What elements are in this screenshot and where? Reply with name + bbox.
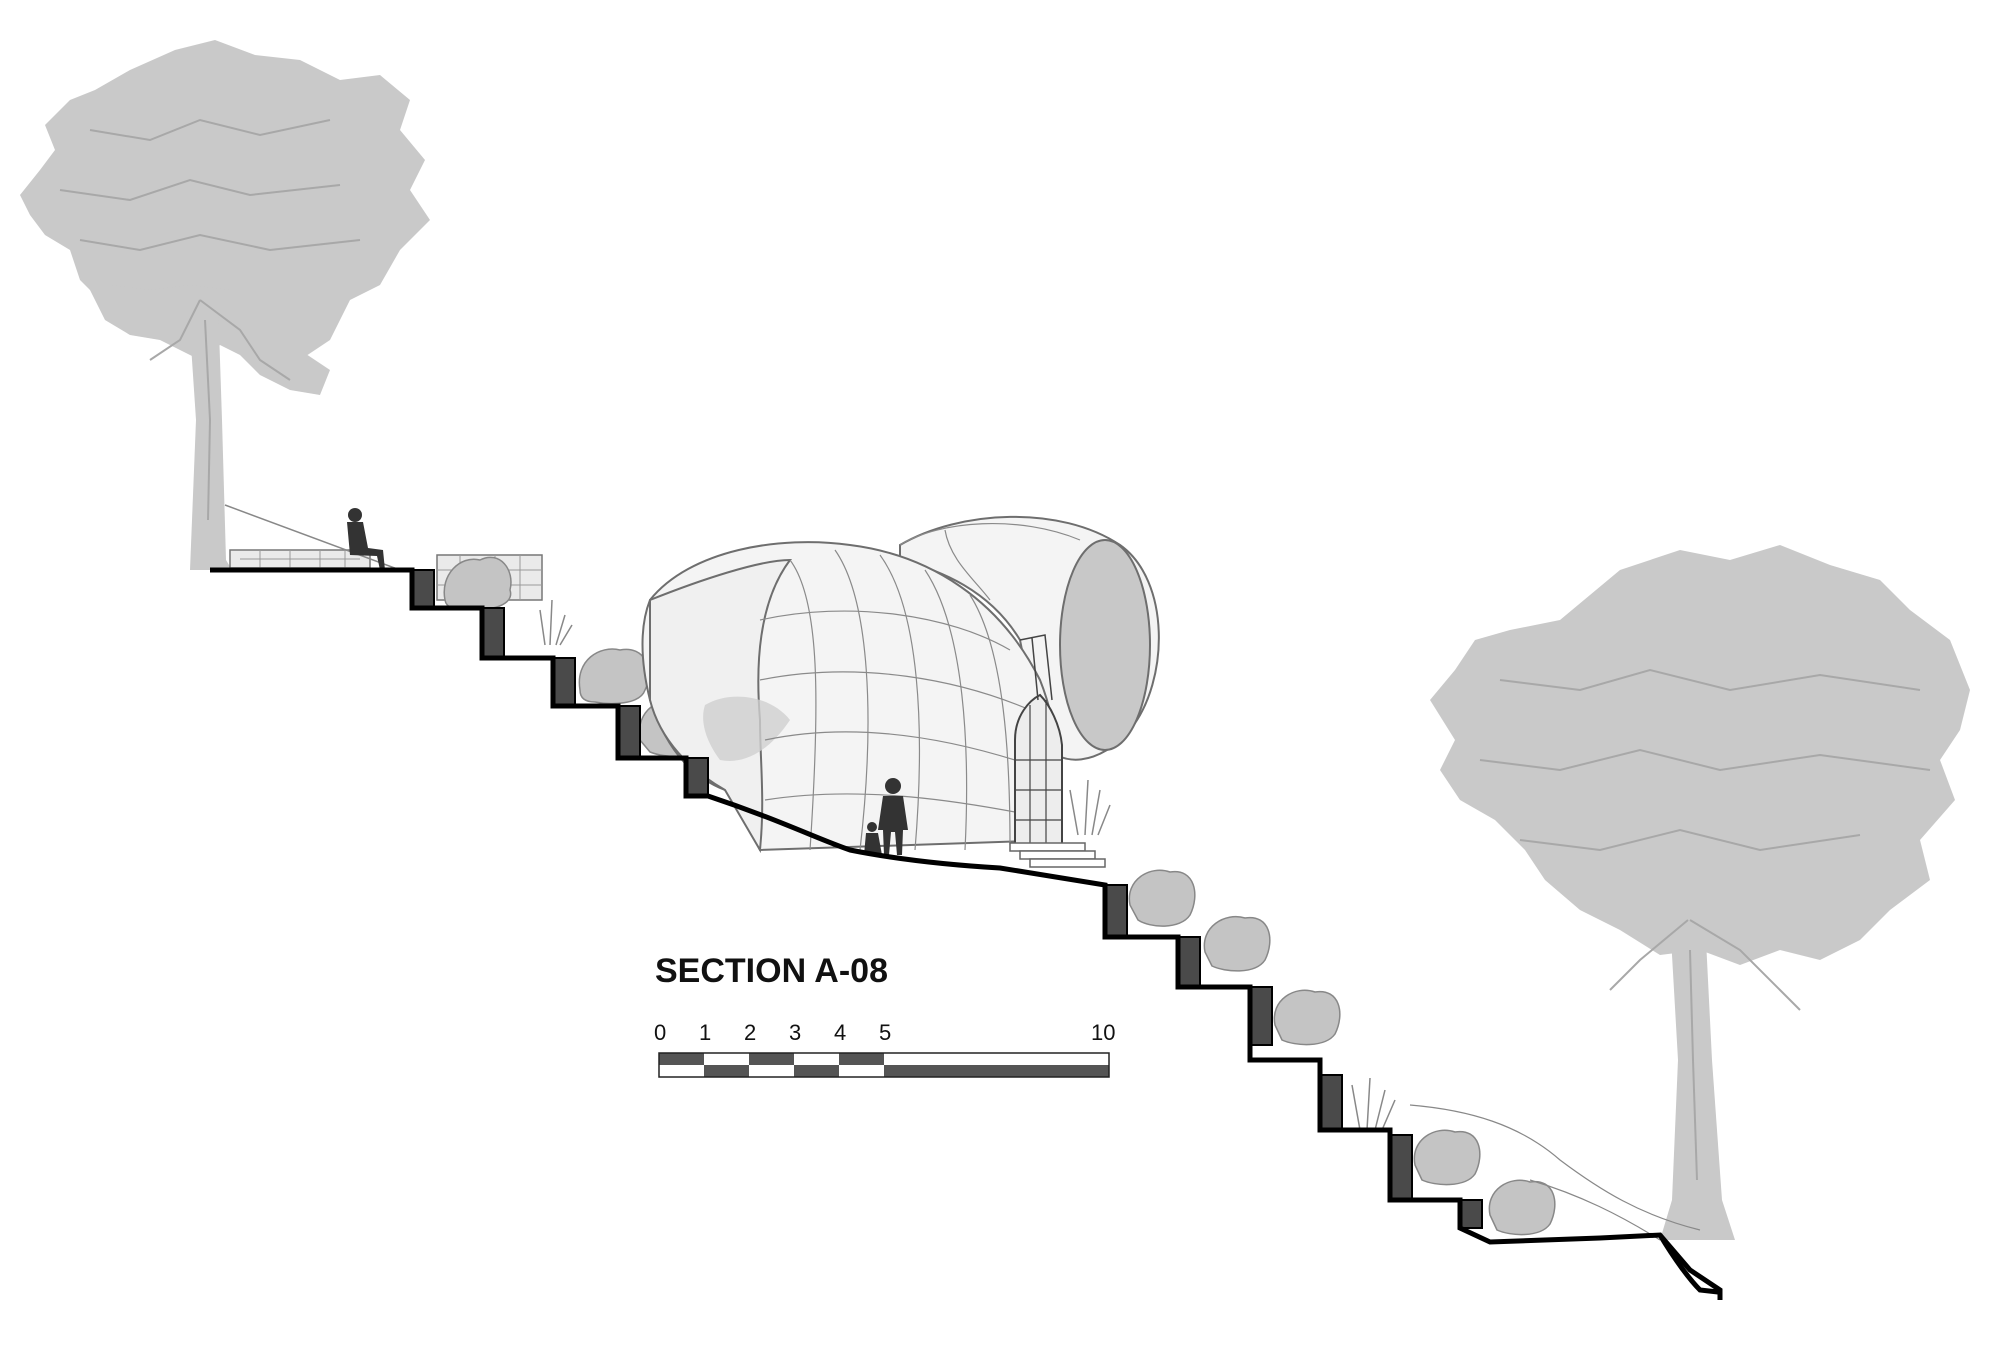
scale-cell (839, 1053, 884, 1065)
scale-cell (884, 1065, 1109, 1077)
wall-upper-3 (552, 657, 576, 707)
wall-upper-1 (411, 569, 435, 609)
right-tree (1430, 545, 1970, 1240)
grass-2 (1069, 779, 1111, 836)
scale-bar-cells (659, 1053, 1109, 1077)
shrub-4 (1128, 869, 1196, 927)
scale-cell (659, 1065, 704, 1077)
shrub-5 (1203, 916, 1271, 972)
shrub-7 (1413, 1129, 1481, 1186)
scale-cell (659, 1053, 704, 1065)
scale-label-1: 1 (699, 1020, 711, 1045)
wall-lower-6 (1459, 1199, 1483, 1229)
chapel (641, 515, 1160, 868)
lower-slope-lines (1409, 1104, 1701, 1241)
wall-lower-4 (1319, 1074, 1343, 1131)
wall-lower-2 (1177, 936, 1201, 988)
upper-glazing (1019, 634, 1053, 701)
standing-figures (864, 778, 908, 855)
ground-line-end (1657, 1233, 1719, 1295)
arched-window (1014, 693, 1063, 846)
rear-shell-opening (1059, 539, 1151, 751)
entrance-steps (1009, 842, 1106, 868)
right-tree-canopy (1430, 545, 1970, 965)
wall-lower-1 (1104, 884, 1128, 938)
wall-lower-3 (1249, 986, 1273, 1046)
scale-cell (884, 1053, 1109, 1065)
shrub-6 (1273, 989, 1341, 1046)
scale-cell (794, 1053, 839, 1065)
seated-person (347, 508, 385, 570)
left-tree (20, 40, 430, 570)
grass-3 (1351, 1077, 1396, 1131)
wall-upper-2 (481, 607, 505, 659)
scale-cell (704, 1065, 749, 1077)
scale-bar-labels: 0 1 2 3 4 5 10 (654, 1020, 1115, 1045)
scale-bar-outline (658, 1052, 1110, 1078)
scale-label-3: 3 (789, 1020, 801, 1045)
scale-cell (839, 1065, 884, 1077)
scale-cell (749, 1065, 794, 1077)
scale-label-4: 4 (834, 1020, 846, 1045)
scale-label-5: 5 (879, 1020, 891, 1045)
scale-cell (749, 1053, 794, 1065)
scale-cell (794, 1065, 839, 1077)
stone-bench-texture (240, 550, 360, 568)
shrub-2 (578, 648, 650, 705)
scale-label-10: 10 (1091, 1020, 1115, 1045)
standing-person (878, 778, 908, 855)
scale-label-2: 2 (744, 1020, 756, 1045)
left-tree-texture (59, 118, 361, 521)
grass-1 (539, 599, 573, 646)
shell-shadow (703, 696, 790, 761)
grass-tufts (539, 599, 1396, 1131)
section-title: SECTION A-08 (655, 952, 888, 990)
ground-line (210, 567, 1723, 1300)
wall-lower-5 (1389, 1134, 1413, 1201)
right-tree-texture (1479, 668, 1931, 1181)
wall-upper-4 (617, 705, 641, 759)
guy-line (224, 504, 401, 571)
arched-window-mullions (1015, 700, 1062, 845)
shrub-8 (1488, 1179, 1556, 1236)
scale-label-0: 0 (654, 1020, 666, 1045)
right-tree-trunk (1660, 920, 1735, 1240)
wall-upper-5 (685, 757, 709, 797)
scale-cell (704, 1053, 749, 1065)
child-figure (864, 822, 882, 855)
shell-grid (759, 523, 1081, 851)
scale-bar: 0 1 2 3 4 5 10 (654, 1020, 1115, 1078)
